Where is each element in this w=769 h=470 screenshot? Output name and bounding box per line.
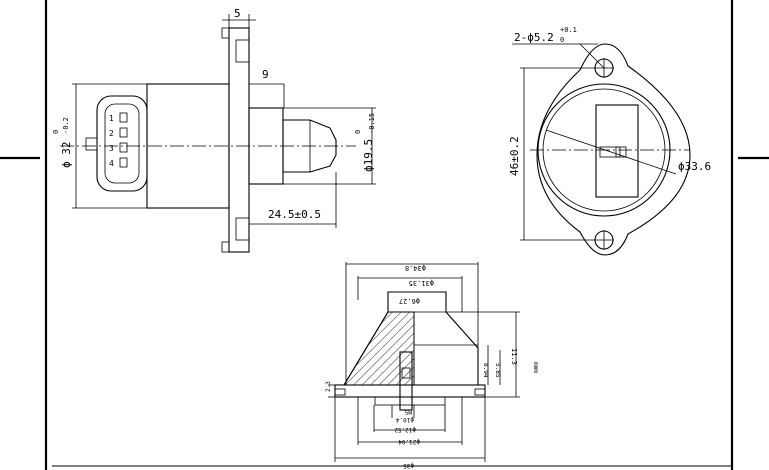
dim-slot: M5 [404, 408, 412, 415]
dim-overall: ϕ35 [403, 462, 414, 469]
pin-label-1: 1 [109, 114, 114, 123]
pin-label-3: 3 [109, 144, 114, 153]
dim-height-right: 11.3 [510, 348, 518, 365]
dim-holes: 2-ϕ5.2 [514, 31, 554, 44]
dim-pintle-length: 24.5±0.5 [268, 208, 321, 221]
dim-inner-top: ϕ6.27 [399, 297, 420, 305]
dim-mid-b: 5.85 [494, 363, 501, 378]
dim-shoulder: 9 [262, 68, 269, 81]
dim-body-dia-tol-upper: 0 [52, 130, 60, 134]
dim-left-small: 2.3 [325, 381, 332, 392]
dim-height: 46±0.2 [508, 136, 521, 176]
dim-bottom-b: ϕ12.52 [394, 426, 416, 433]
dim-upper-width: ϕ31.35 [409, 279, 434, 287]
pintle [282, 119, 337, 173]
front-view: ϕ33.6 2-ϕ5.2 +0.1 0 46±0.2 [508, 26, 711, 256]
dim-flange-thickness: 5 [234, 7, 241, 20]
connector-block [595, 104, 639, 198]
connector-pins: 1 2 3 4 [109, 112, 128, 168]
dim-body-dia-tol-lower: -0.2 [62, 117, 70, 134]
dim-body-dia: ϕ 32 [60, 142, 73, 169]
base-plate [334, 384, 486, 398]
dim-holes-tol-lower: 0 [560, 36, 564, 44]
dim-diameter: ϕ33.6 [678, 160, 711, 173]
dim-pintle-dia-tol-upper: 0 [354, 130, 362, 134]
pin-label-4: 4 [109, 159, 114, 168]
dim-mid-a: 8.94 [482, 363, 489, 378]
flange-outline [536, 43, 691, 256]
dim-bottom-a: ϕ10.4 [396, 416, 414, 423]
connector-housing [96, 95, 148, 192]
pin-label-2: 2 [109, 129, 114, 138]
connector-latch [85, 137, 98, 151]
dim-bottom-c: ϕ21.04 [398, 438, 420, 445]
hatched-cut [343, 311, 415, 386]
slot [399, 351, 413, 411]
dim-pintle-dia-tol-lower: -0.15 [368, 113, 376, 134]
side-view: 1 2 3 4 5 9 ϕ 32 0 -0.2 [52, 7, 376, 253]
dim-holes-tol-upper: +0.1 [560, 26, 577, 34]
dim-far-right: mmm [532, 362, 539, 373]
section-view: ϕ34.8 ϕ31.35 ϕ6.27 11.3 8.94 5.85 mmm 2.… [325, 262, 539, 469]
dim-pintle-dia: ϕ19.5 [362, 139, 375, 172]
dim-top-width: ϕ34.8 [405, 264, 426, 272]
